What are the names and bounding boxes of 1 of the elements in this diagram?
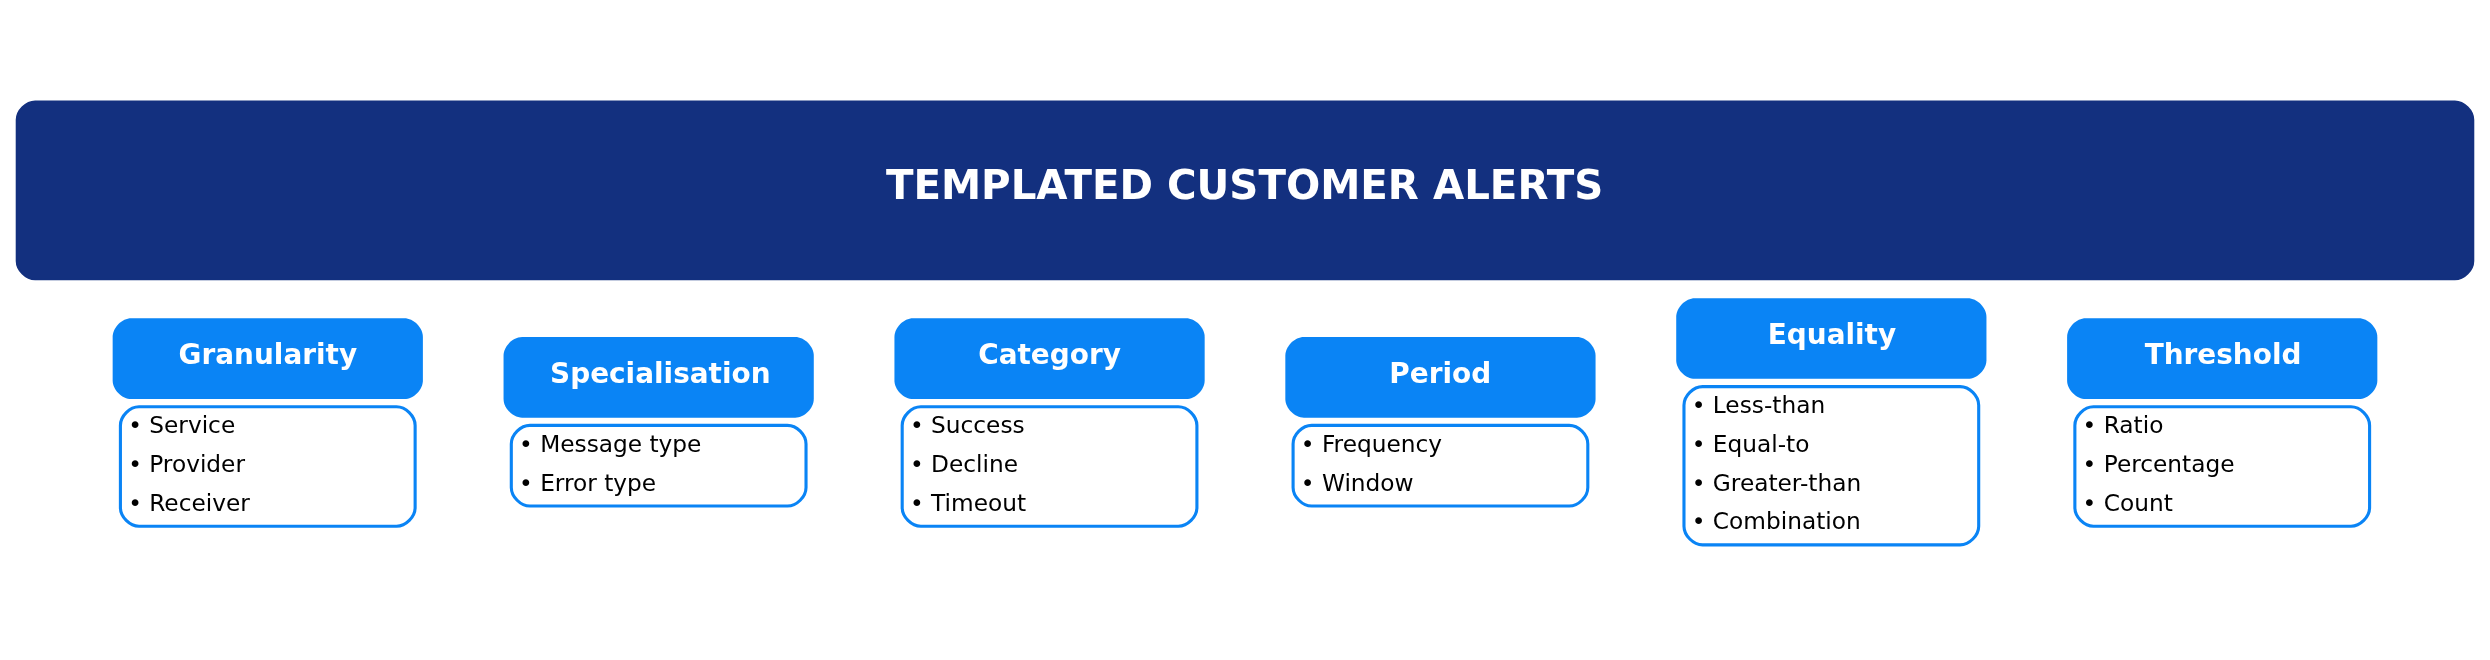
node-box: TEMPLATED CUSTOMER ALERTS	[15, 100, 2475, 281]
